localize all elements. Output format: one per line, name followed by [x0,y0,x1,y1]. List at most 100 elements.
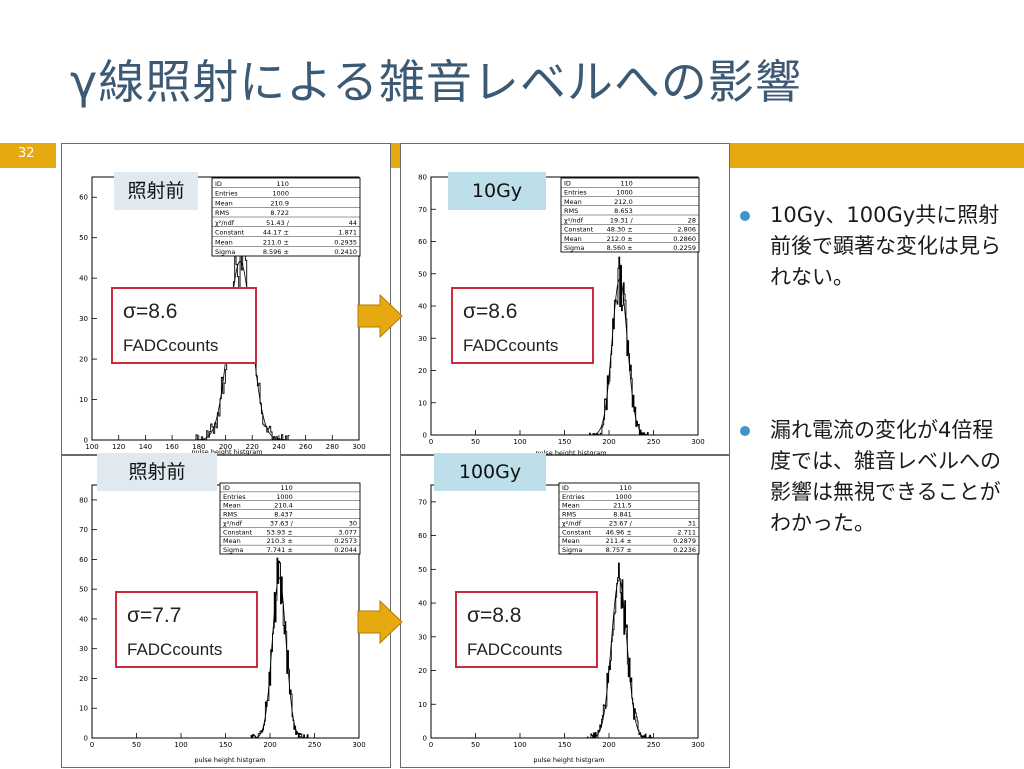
y-tick-label: 50 [418,566,427,574]
y-tick-label: 60 [418,238,427,246]
stats-label: Sigma [562,546,582,554]
stats-label: Constant [562,528,592,536]
y-tick-label: 40 [79,615,88,623]
x-tick-label: 180 [192,443,205,451]
stats-error: 31 [688,519,696,527]
x-tick-label: 300 [691,438,704,446]
stats-value: 8.653 [614,207,633,215]
x-tick-label: 240 [272,443,285,451]
y-tick-label: 50 [79,234,88,242]
stats-value: 1000 [616,189,633,197]
stats-value: 8.757 ± [606,546,632,554]
stats-label: Entries [562,493,585,501]
stats-value: 1000 [276,493,293,501]
y-tick-label: 20 [79,675,88,683]
y-tick-label: 40 [418,303,427,311]
y-tick-label: 40 [79,275,88,283]
stats-value: 8.437 [274,511,293,519]
stats-label: RMS [562,511,576,519]
stats-label: Entries [564,189,587,197]
x-tick-label: 50 [471,741,480,749]
stats-label: Mean [223,502,241,510]
sigma-annotation: σ=8.6 FADCcounts [111,287,257,364]
stats-value: 212.0 [614,198,633,206]
x-tick-label: 0 [429,741,433,749]
x-axis-label: pulse height histgram [191,448,262,456]
y-tick-label: 0 [84,437,88,445]
sigma-unit: FADCcounts [123,336,219,355]
stats-label: Constant [564,226,594,234]
stats-label: RMS [564,207,578,215]
x-tick-label: 120 [112,443,125,451]
bullet-text: 10Gy、100Gy共に照射前後で顕著な変化は見られない。 [770,203,1001,289]
y-tick-label: 30 [418,335,427,343]
stats-label: ID [562,484,569,492]
x-tick-label: 100 [85,443,98,451]
x-tick-label: 250 [308,741,321,749]
stats-label: Mean [223,537,241,545]
stats-label: χ²/ndf [215,219,235,227]
x-tick-label: 300 [352,443,365,451]
condition-tag: 10Gy [448,172,546,210]
x-tick-label: 100 [174,741,187,749]
histogram-series [587,256,652,436]
y-tick-label: 40 [418,600,427,608]
stats-value: 110 [280,484,292,492]
sigma-annotation: σ=7.7 FADCcounts [115,591,258,668]
x-tick-label: 150 [558,741,571,749]
stats-value: 7.741 ± [267,546,293,554]
x-tick-label: 160 [165,443,178,451]
stats-label: Mean [564,198,582,206]
x-tick-label: 200 [263,741,276,749]
stats-label: RMS [215,209,229,217]
x-tick-label: 0 [90,741,94,749]
sigma-value: σ=8.6 [463,300,518,323]
x-tick-label: 220 [246,443,259,451]
stats-label: Entries [223,493,246,501]
stats-value: 211.4 ± [606,537,632,545]
sigma-unit: FADCcounts [467,640,563,659]
stats-label: Mean [215,238,233,246]
x-tick-label: 300 [352,741,365,749]
y-tick-label: 10 [79,396,88,404]
stats-label: Mean [562,537,580,545]
x-tick-label: 200 [219,443,232,451]
bullet-dot-icon [740,426,750,436]
stats-value: 110 [619,484,631,492]
x-tick-label: 200 [602,741,615,749]
x-tick-label: 280 [326,443,339,451]
sigma-annotation: σ=8.8 FADCcounts [455,591,598,668]
stats-value: 23.67 / [609,519,633,527]
stats-error: 0.2044 [334,546,357,554]
stats-label: χ²/ndf [223,519,243,527]
y-tick-label: 70 [418,498,427,506]
stats-value: 110 [620,179,632,187]
stats-label: Constant [215,229,245,237]
stats-value: 210.3 ± [267,537,293,545]
slide-title: γ線照射による雑音レベルへの影響 [70,55,802,109]
stats-value: 212.0 ± [607,235,633,243]
sigma-annotation: σ=8.6 FADCcounts [451,287,594,364]
stats-label: Sigma [223,546,243,554]
stats-value: 19.31 / [610,216,634,224]
x-tick-label: 150 [558,438,571,446]
stats-value: 48.30 ± [607,226,633,234]
stats-value: 8.841 [613,511,632,519]
y-tick-label: 60 [418,532,427,540]
y-tick-label: 10 [418,701,427,709]
y-tick-label: 60 [79,194,88,202]
stats-label: ID [564,179,571,187]
stats-error: 0.2879 [673,537,696,545]
stats-value: 1000 [615,493,632,501]
bullet-item: 10Gy、100Gy共に照射前後で顕著な変化は見られない。 [738,200,1008,293]
y-tick-label: 50 [418,270,427,278]
stats-error: 0.2573 [334,537,357,545]
y-tick-label: 0 [84,735,88,743]
